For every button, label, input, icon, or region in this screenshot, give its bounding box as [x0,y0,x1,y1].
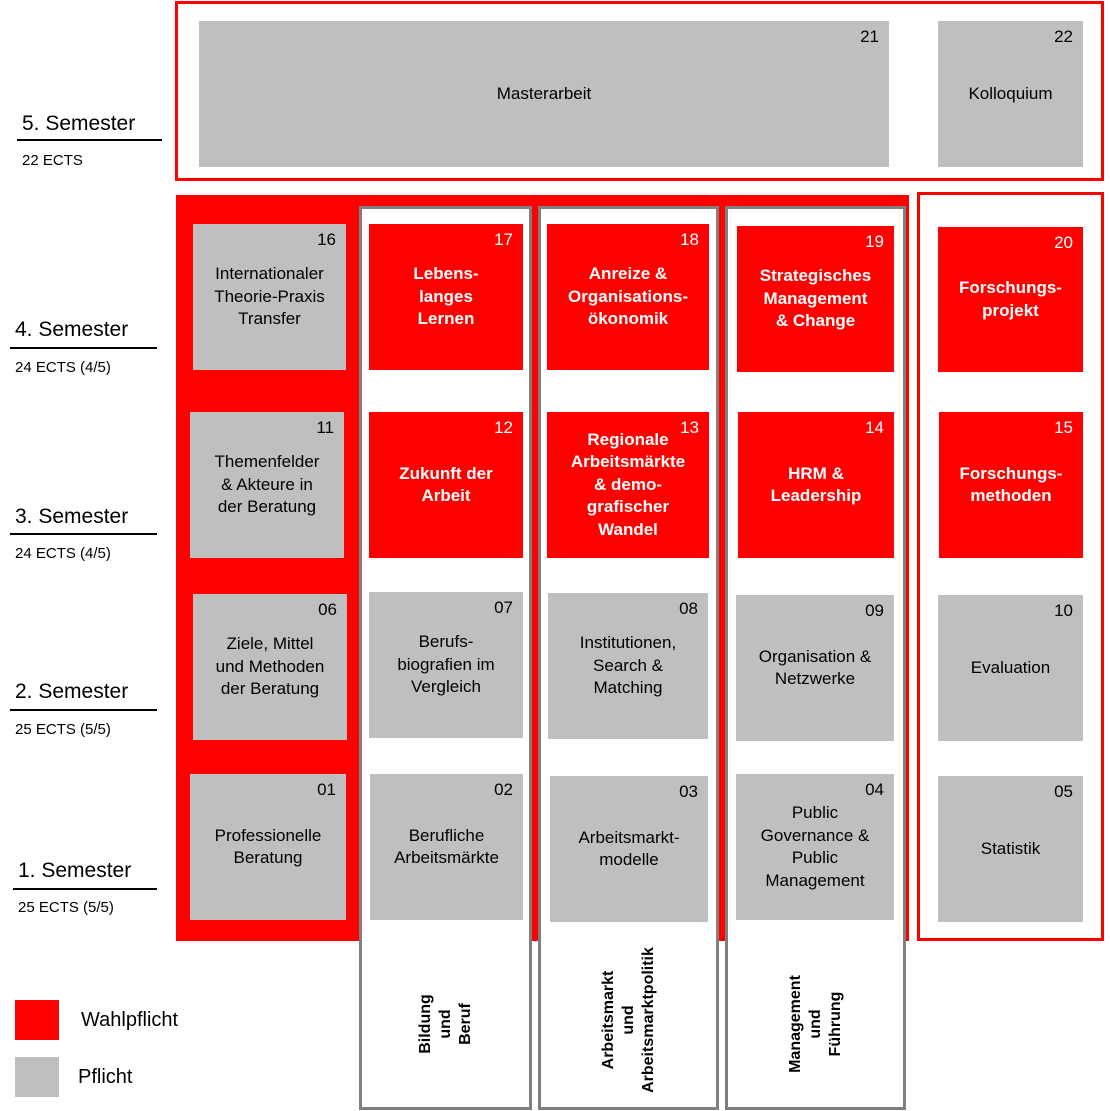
module-13[interactable]: 13 Regionale Arbeitsmärkte & demo- grafi… [547,412,709,558]
module-02[interactable]: 02 Berufliche Arbeitsmärkte [370,774,523,920]
module-title: Anreize & Organisations- ökonomik [568,264,688,329]
module-title: Zukunft der Arbeit [399,463,493,506]
module-number: 08 [679,599,698,618]
semester-2-label: 2. Semester [15,680,129,703]
module-number: 18 [680,230,699,249]
module-number: 14 [865,418,884,437]
module-number: 07 [494,598,513,617]
module-number: 10 [1054,601,1073,620]
module-title: Forschungs- methoden [959,463,1063,506]
module-title: Ziele, Mittel und Methoden der Beratung [215,634,325,699]
module-title: Strategisches Management & Change [759,266,872,331]
module-title: Statistik [980,838,1041,858]
research-track-frame [917,192,1104,941]
module-title: Professionelle Beratung [214,825,322,868]
module-04[interactable]: 04 Public Governance & Public Management [736,774,894,920]
module-number: 16 [317,230,336,249]
module-22-kolloquium[interactable]: 22 Kolloquium [938,21,1083,167]
track-arbeitsmarkt-label: Arbeitsmarkt und Arbeitsmarktpolitik [599,947,657,1093]
module-11[interactable]: 11 Themenfelder & Akteure in der Beratun… [190,412,344,558]
module-number: 12 [494,418,513,437]
legend-wahlpflicht-label: Wahlpflicht [81,1009,179,1031]
semester-1-label: 1. Semester [18,859,132,882]
module-title: Organisation & Netzwerke [758,646,872,689]
module-03[interactable]: 03 Arbeitsmarkt- modelle [550,776,708,922]
module-title: Themenfelder & Akteure in der Beratung [214,452,320,517]
module-title: Forschungs- projekt [959,278,1062,320]
legend-wahlpflicht-swatch [15,1000,59,1040]
module-title: Lebens- langes Lernen [413,264,479,329]
track-bildung-label-area: Bildung und Beruf [362,940,529,1107]
module-title: Kolloquium [968,83,1053,103]
module-15[interactable]: 15 Forschungs- methoden [939,412,1083,558]
module-number: 17 [494,230,513,249]
track-management-label: Management und Führung [786,974,844,1073]
semester-5-ects: 22 ECTS [22,152,83,169]
semester-5-underline [17,139,162,141]
semester-4-label: 4. Semester [15,318,129,341]
semester-3-underline [10,533,157,535]
module-05[interactable]: 05 Statistik [938,776,1083,922]
module-title: Internationaler Theorie-Praxis Transfer [214,264,325,329]
module-title: Institutionen, Search & Matching [579,633,677,698]
module-17[interactable]: 17 Lebens- langes Lernen [369,224,523,370]
semester-5-frame [175,1,1104,181]
module-title: Public Governance & Public Management [760,803,870,890]
module-title: Regionale Arbeitsmärkte & demo- grafisch… [570,429,686,539]
semester-2-underline [10,709,157,711]
module-19[interactable]: 19 Strategisches Management & Change [737,226,894,372]
legend-pflicht-swatch [15,1057,59,1097]
module-title: Masterarbeit [496,83,592,103]
module-number: 04 [865,780,884,799]
module-number: 11 [316,418,334,437]
module-01[interactable]: 01 Professionelle Beratung [190,774,346,920]
track-management-label-area: Management und Führung [728,940,903,1107]
module-title: Berufliche Arbeitsmärkte [394,825,499,868]
track-bildung-label: Bildung und Beruf [416,993,474,1054]
module-09[interactable]: 09 Organisation & Netzwerke [736,595,894,741]
module-title: HRM & Leadership [770,463,862,506]
module-18[interactable]: 18 Anreize & Organisations- ökonomik [547,224,709,370]
module-16[interactable]: 16 Internationaler Theorie-Praxis Transf… [193,224,346,370]
module-number: 09 [865,601,884,620]
module-number: 05 [1054,782,1073,801]
legend-pflicht-label: Pflicht [78,1066,133,1088]
module-title: Evaluation [970,657,1051,677]
module-07[interactable]: 07 Berufs- biografien im Vergleich [369,592,523,738]
module-number: 03 [679,782,698,801]
module-title: Berufs- biografien im Vergleich [397,632,495,697]
module-12[interactable]: 12 Zukunft der Arbeit [369,412,523,558]
semester-1-underline [13,888,157,890]
semester-3-ects: 24 ECTS (4/5) [15,545,111,562]
module-number: 15 [1054,418,1073,437]
module-number: 20 [1054,233,1073,252]
semester-4-underline [10,347,157,349]
module-number: 19 [865,232,884,251]
module-number: 02 [494,780,513,799]
semester-1-ects: 25 ECTS (5/5) [18,899,114,916]
module-08[interactable]: 08 Institutionen, Search & Matching [548,593,708,739]
module-20[interactable]: 20 Forschungs- projekt [938,227,1083,372]
track-arbeitsmarkt-label-area: Arbeitsmarkt und Arbeitsmarktpolitik [541,935,716,1105]
module-title: Arbeitsmarkt- modelle [578,827,680,870]
semester-5-label: 5. Semester [22,112,136,135]
module-number: 22 [1054,27,1073,46]
module-14[interactable]: 14 HRM & Leadership [738,412,894,558]
module-number: 13 [680,418,699,437]
semester-2-ects: 25 ECTS (5/5) [15,721,111,738]
semester-3-label: 3. Semester [15,505,129,528]
module-number: 06 [318,600,337,619]
module-06[interactable]: 06 Ziele, Mittel und Methoden der Beratu… [193,594,347,740]
module-number: 01 [317,780,336,799]
module-10[interactable]: 10 Evaluation [938,595,1083,741]
module-number: 21 [860,27,879,46]
module-21-masterarbeit[interactable]: 21 Masterarbeit [199,21,889,167]
semester-4-ects: 24 ECTS (4/5) [15,359,111,376]
